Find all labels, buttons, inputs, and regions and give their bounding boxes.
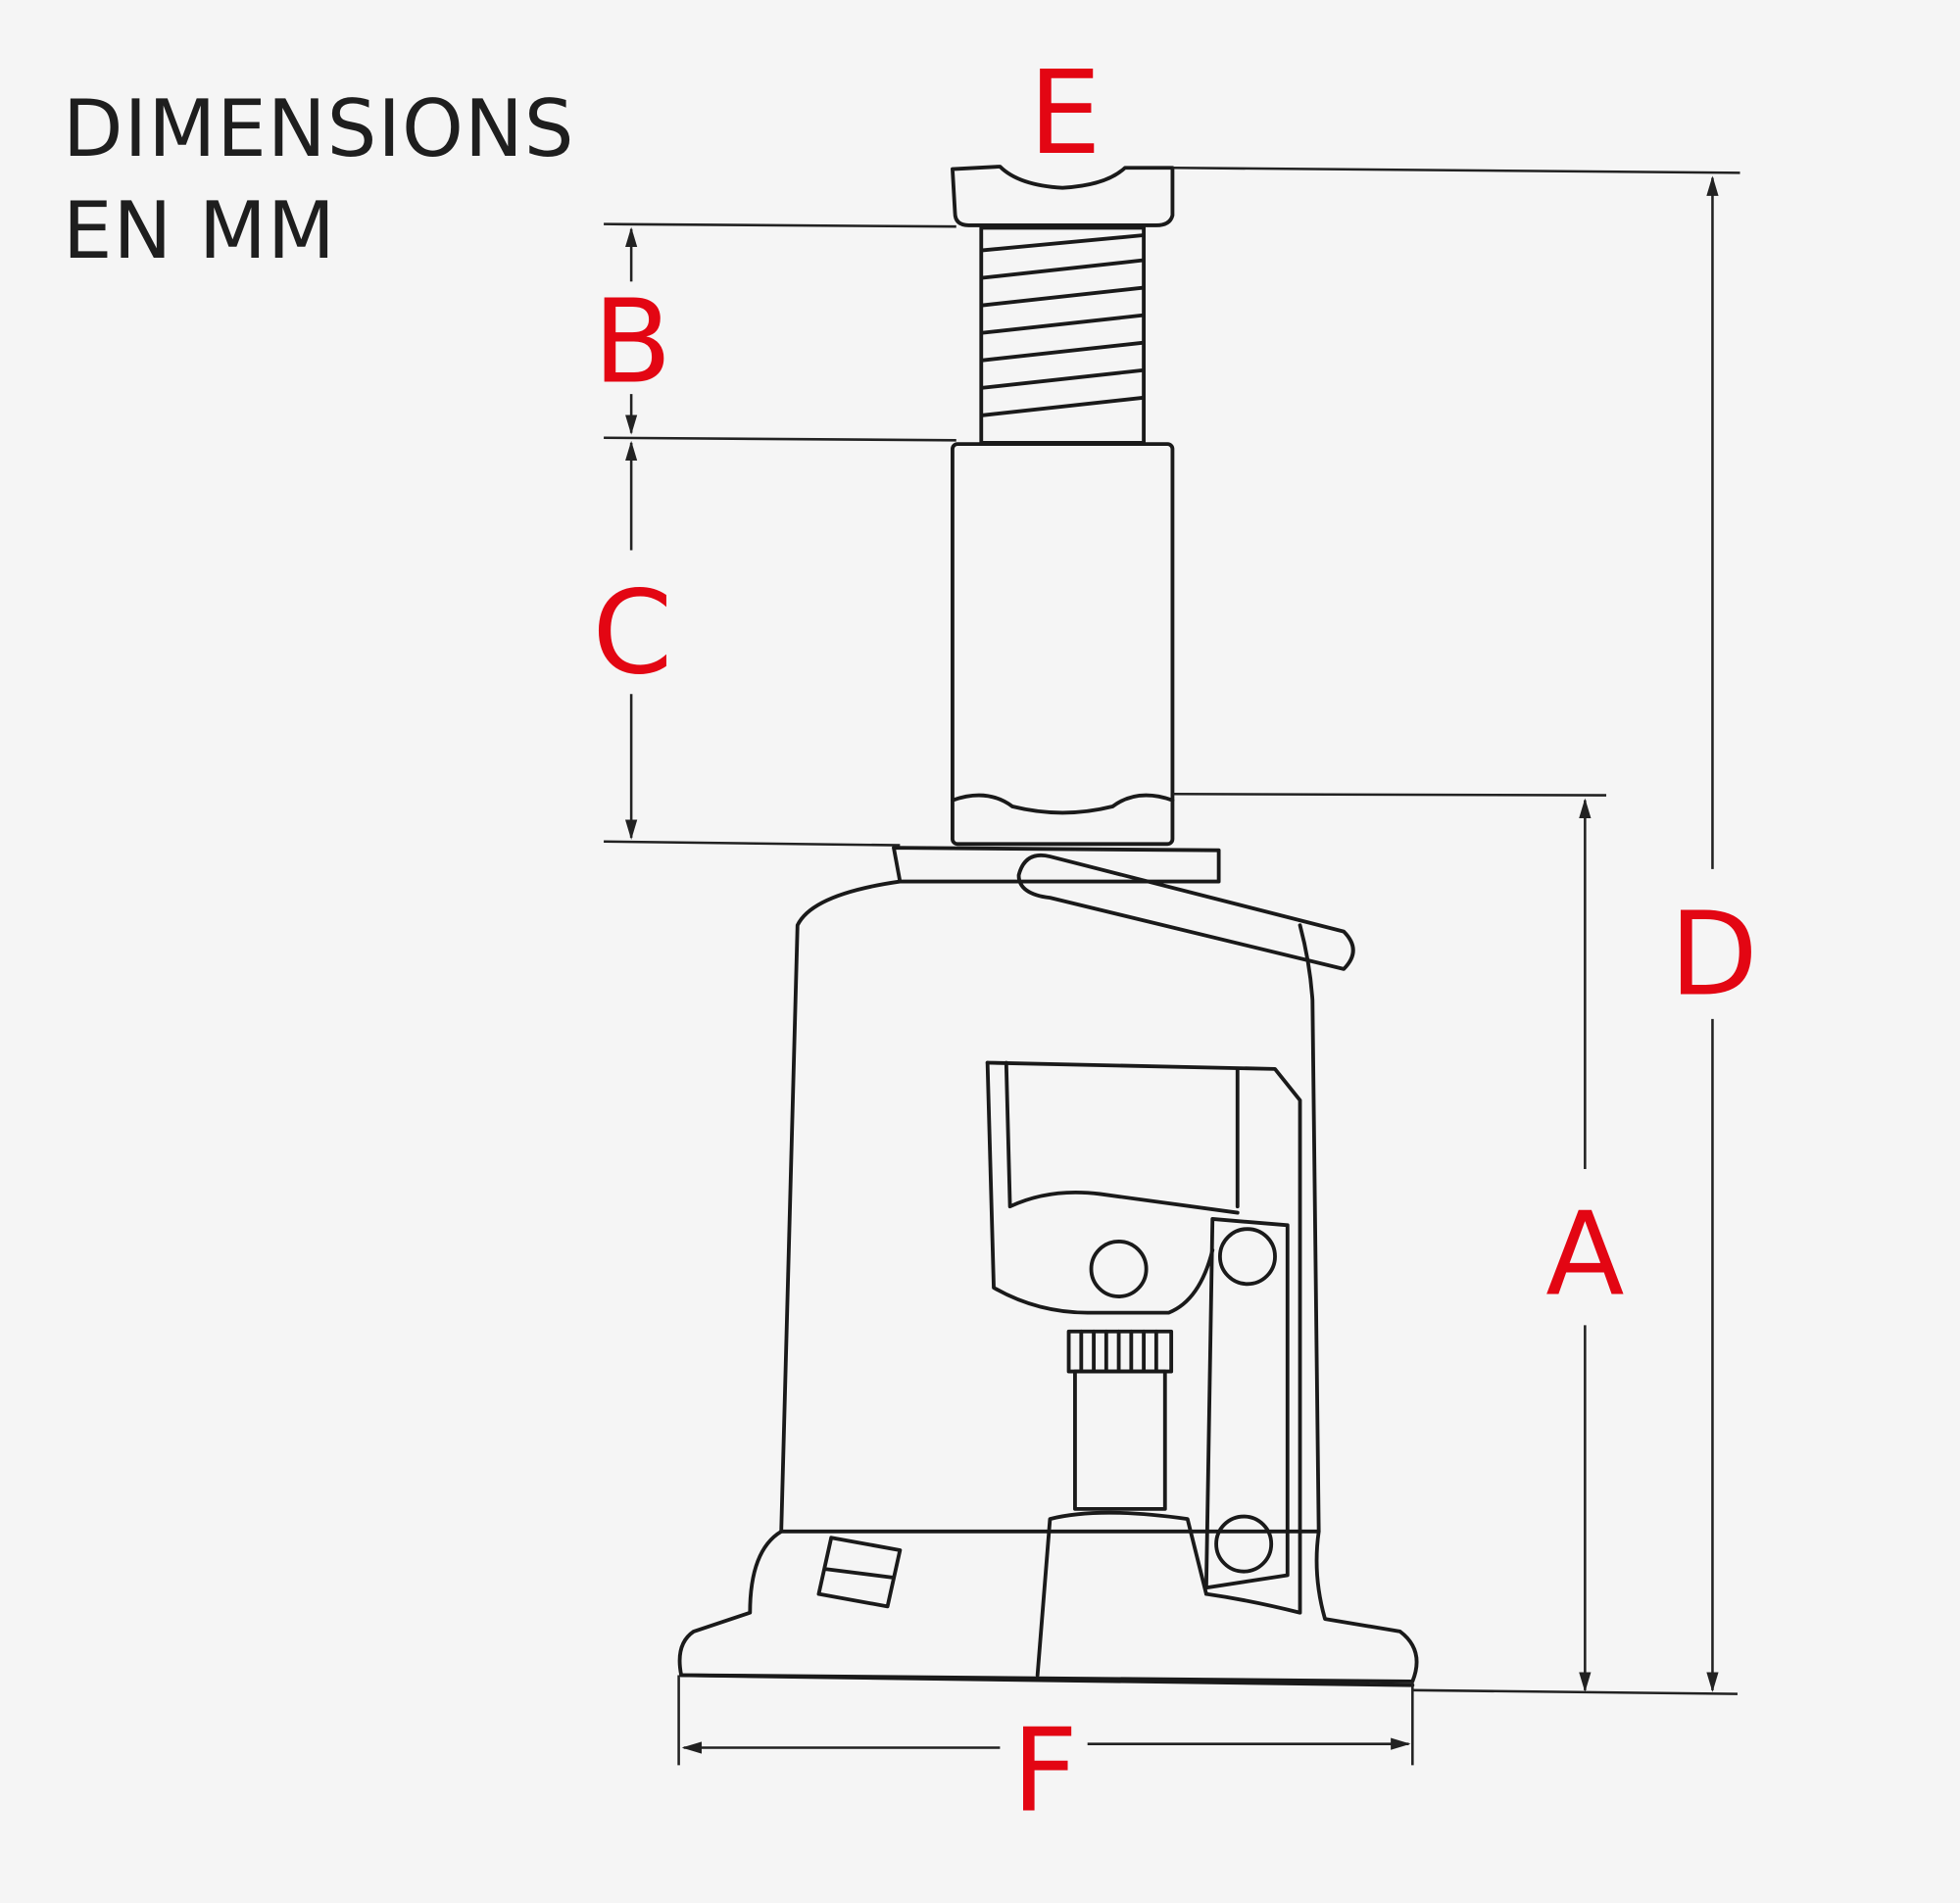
label-d: D	[1670, 887, 1758, 1021]
label-b: B	[593, 274, 672, 409]
dimension-labels: E B C D A F	[592, 46, 1757, 1837]
heading-line-2: EN MM	[63, 185, 336, 276]
label-f: F	[1012, 1703, 1079, 1837]
dimension-lines	[604, 166, 1740, 1766]
screw-thread	[980, 233, 1145, 417]
label-e: E	[1029, 46, 1102, 180]
label-a: A	[1545, 1187, 1624, 1321]
jack-drawing	[677, 165, 1419, 1687]
label-c: C	[592, 566, 672, 701]
heading-line-1: DIMENSIONS	[63, 83, 575, 174]
dimensions-heading: DIMENSIONS EN MM	[63, 78, 575, 282]
